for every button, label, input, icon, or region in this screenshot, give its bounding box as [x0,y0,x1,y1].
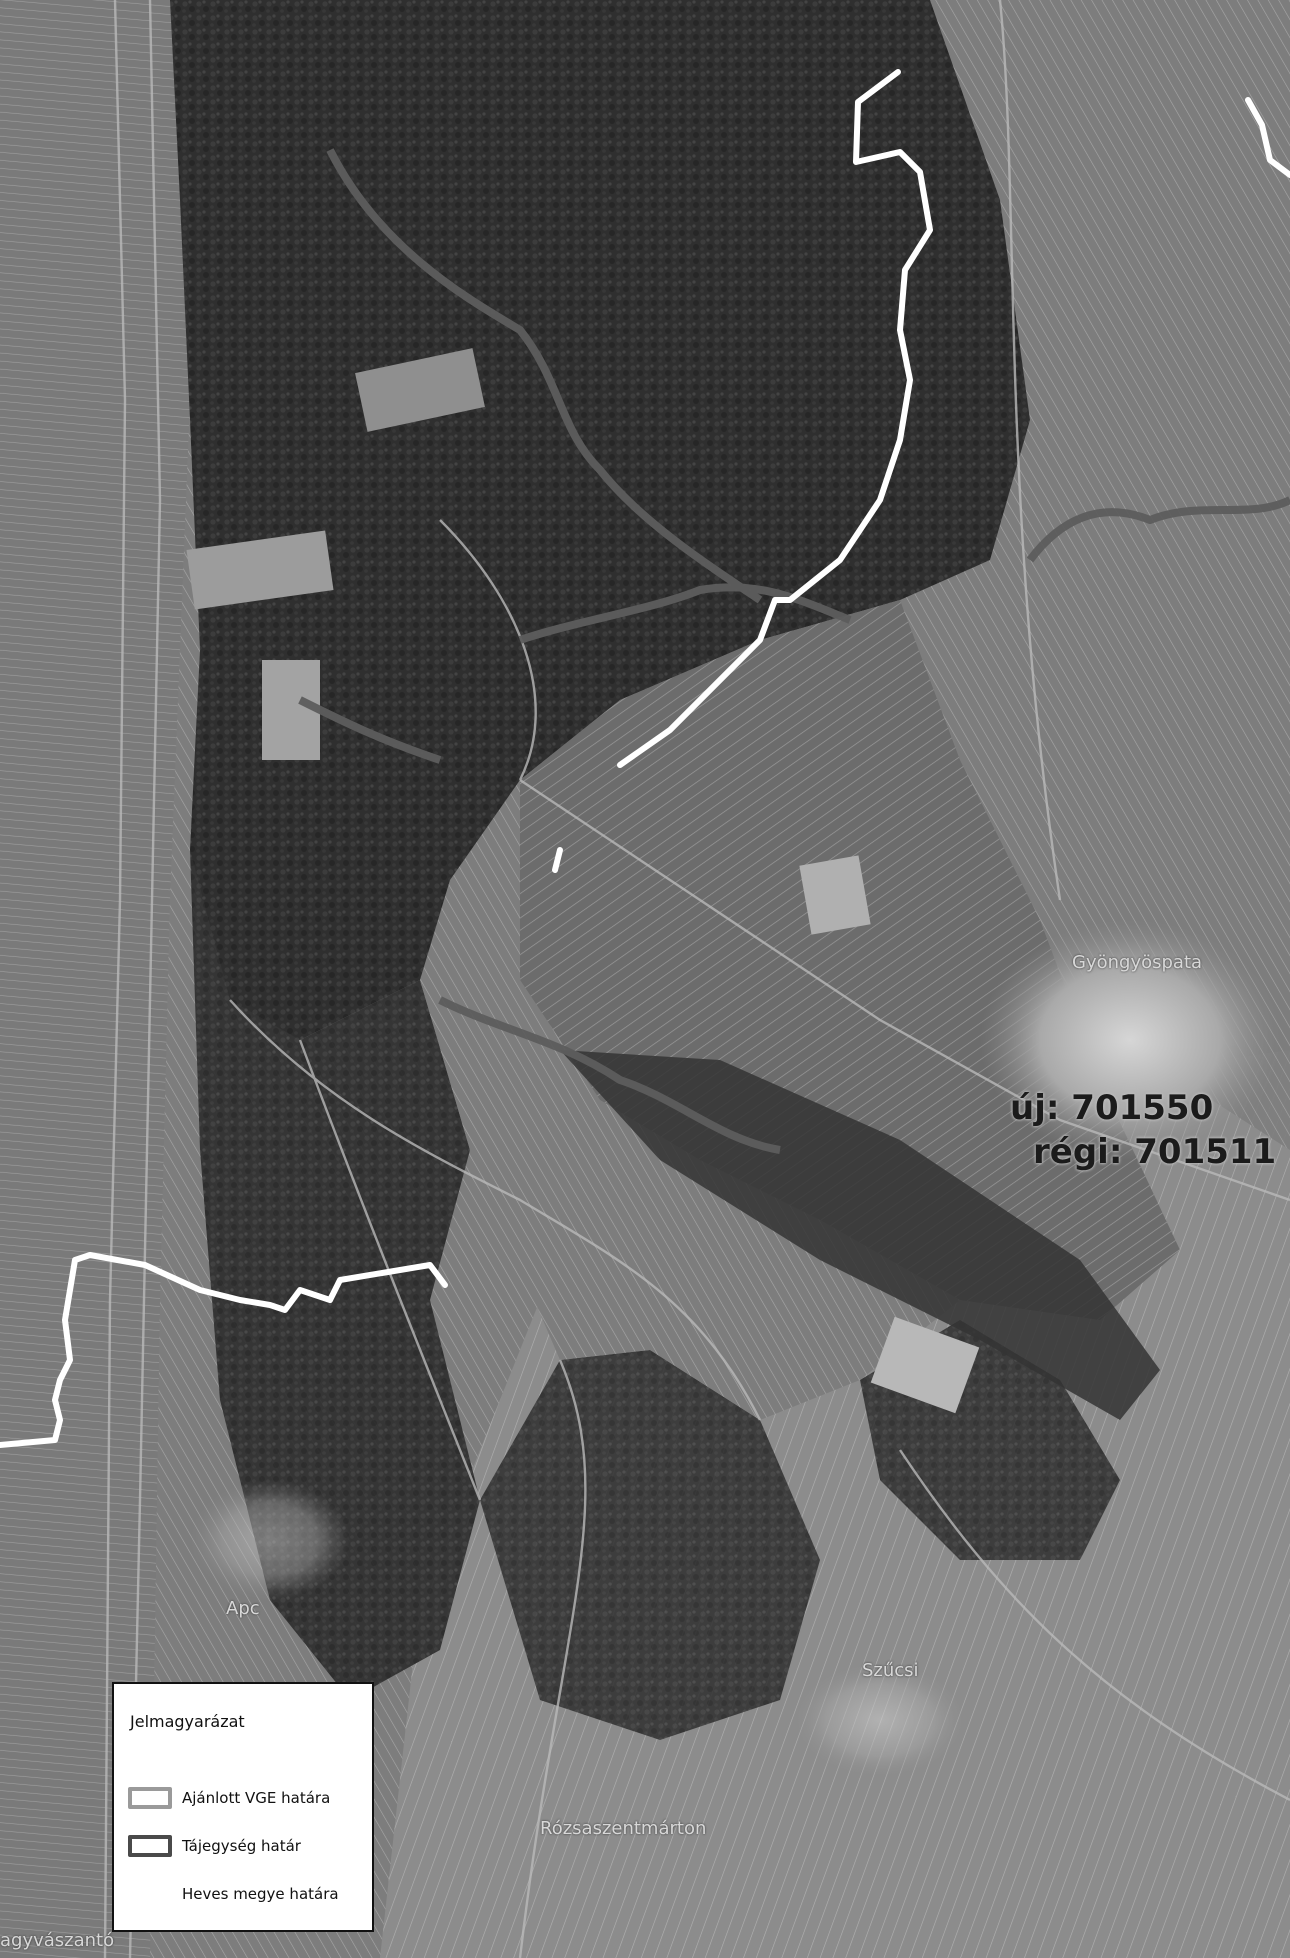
legend-title: Jelmagyarázat [130,1712,245,1731]
map-legend: Jelmagyarázat Ajánlott VGE határa Tájegy… [112,1682,374,1932]
legend-item-county: Heves megye határa [128,1880,339,1908]
vge-boundary-swatch-icon [128,1787,172,1809]
area-code-new: új: 701550 [1010,1088,1214,1128]
place-label-apc: Apc [226,1598,260,1619]
vge-boundary-line [0,69,1290,1448]
landscape-boundary-swatch-icon [128,1835,172,1857]
county-boundary-swatch-icon [128,1883,172,1905]
place-label-nagyvaszony: agyvászantó [0,1930,115,1951]
legend-item-landscape: Tájegység határ [128,1832,301,1860]
legend-item-vge: Ajánlott VGE határa [128,1784,330,1812]
place-label-gyongyospata: Gyöngyöspata [1072,952,1203,973]
place-label-szucsi: Szűcsi [862,1660,919,1681]
area-code-old: régi: 701511 [1033,1132,1277,1172]
legend-item-label: Ajánlott VGE határa [182,1789,331,1807]
legend-item-label: Tájegység határ [182,1837,301,1855]
legend-item-label: Heves megye határa [182,1885,339,1903]
place-label-rozsaszentmarton: Rózsaszentmárton [540,1818,707,1839]
